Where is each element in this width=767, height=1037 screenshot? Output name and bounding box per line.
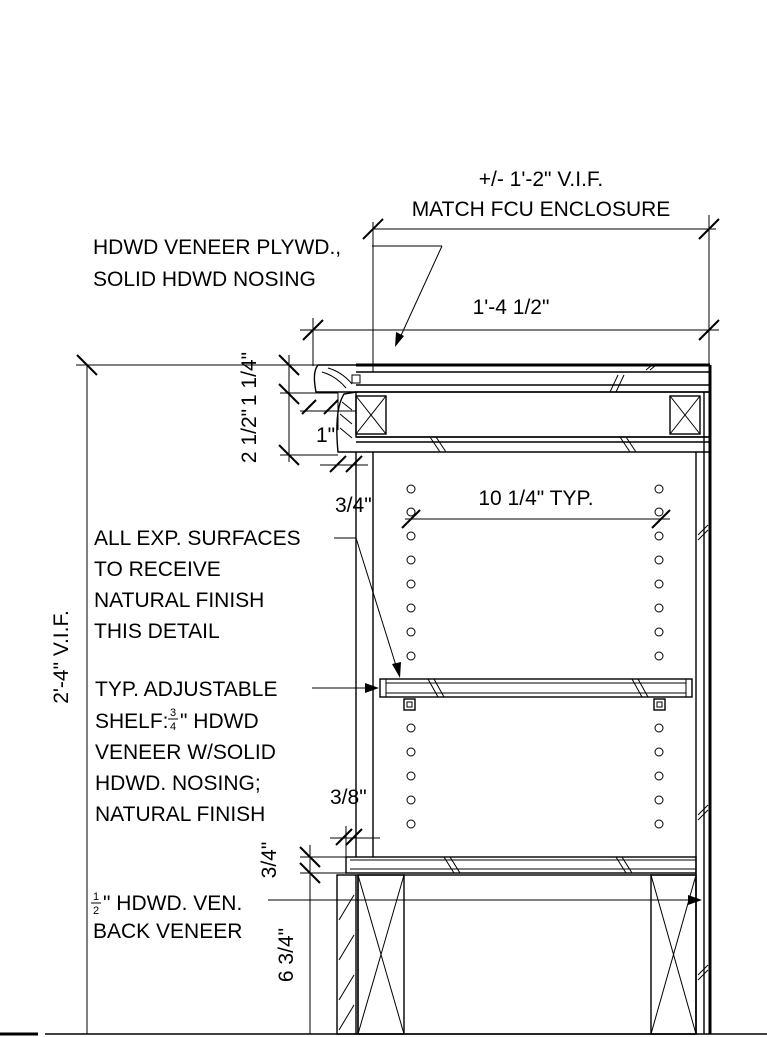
width-label: 1'-4 1/2"	[473, 296, 550, 319]
note-natural-finish: ALL EXP. SURFACES TO RECEIVE NATURAL FIN…	[94, 527, 401, 678]
dimension-top-stack: 1 1/4" 2 1/2" 1" 3/4"	[238, 352, 372, 517]
three-quarter-label-b: 3/4"	[258, 842, 281, 879]
note-shelf-line-2: SHELF:	[95, 710, 169, 733]
note-back-line-1: " HDWD. VEN.	[103, 892, 242, 915]
back-fraction-numerator: 1	[93, 891, 99, 903]
note-shelf-line-2b: " HDWD	[180, 710, 259, 733]
match-fcu-label: MATCH FCU ENCLOSURE	[412, 198, 671, 221]
leader-arrowhead	[365, 683, 379, 693]
dimension-three-quarter-b: 3/4"	[258, 842, 346, 884]
dimension-base-height: 6 3/4"	[275, 873, 311, 1034]
shelf-pin-right	[653, 698, 666, 711]
one-inch-label: 1"	[316, 424, 335, 447]
top-apron	[336, 391, 711, 453]
overall-width-label: +/- 1'-2" V.I.F.	[479, 168, 604, 191]
note-back-veneer: 1 2 " HDWD. VEN. BACK VENEER	[91, 891, 702, 943]
note-shelf-line-3: VENEER W/SOLID	[95, 741, 276, 764]
top-thickness-label: 1 1/4"	[238, 352, 261, 406]
base-height-label: 6 3/4"	[275, 928, 298, 982]
three-quarter-label-a: 3/4"	[335, 494, 372, 517]
leader-arrowhead	[688, 895, 702, 905]
cabinet-side-edge	[355, 452, 374, 857]
toe-kick-base	[336, 874, 697, 1035]
bottom-shelf	[345, 856, 697, 874]
back-panel	[695, 365, 712, 1034]
note-shelf-line-5: NATURAL FINISH	[95, 803, 265, 826]
shelf-fraction-denominator: 4	[170, 721, 176, 733]
note-shelf-line-4: HDWD. NOSING;	[95, 772, 261, 795]
note-finish-line-4: THIS DETAIL	[94, 620, 220, 643]
adjustable-shelf	[379, 678, 693, 711]
note-veneer-line-1: HDWD VENEER PLYWD.,	[93, 236, 341, 259]
three-eighths-label: 3/8"	[330, 786, 367, 809]
note-back-line-2: BACK VENEER	[93, 920, 242, 943]
note-adjustable-shelf: TYP. ADJUSTABLE SHELF: 3 4 " HDWD VENEER…	[95, 678, 379, 826]
note-shelf-line-1: TYP. ADJUSTABLE	[95, 678, 277, 701]
shelf-fraction-numerator: 3	[170, 707, 176, 719]
shelf-pin-left	[403, 698, 416, 711]
note-finish-line-2: TO RECEIVE	[94, 558, 221, 581]
dimension-width: 1'-4 1/2"	[300, 296, 720, 366]
dimension-three-eighths: 3/8"	[330, 786, 380, 857]
apron-height-label: 2 1/2"	[238, 409, 261, 463]
leader-arrowhead	[395, 332, 404, 347]
dimension-overall-height: 2'-4" V.I.F.	[50, 354, 358, 1034]
shelf-span-label: 10 1/4" TYP.	[478, 487, 593, 510]
back-fraction-denominator: 2	[93, 905, 99, 917]
note-finish-line-3: NATURAL FINISH	[94, 589, 264, 612]
overall-height-label: 2'-4" V.I.F.	[50, 610, 73, 704]
dimension-overall-width: +/- 1'-2" V.I.F. MATCH FCU ENCLOSURE	[362, 168, 720, 372]
leader-arrowhead	[392, 662, 401, 678]
note-veneer-plywood: HDWD VENEER PLYWD., SOLID HDWD NOSING	[93, 236, 443, 347]
shelf-pin-holes-right	[654, 484, 664, 829]
dimension-shelf-span: 10 1/4" TYP.	[401, 487, 671, 529]
svg-text:SHELF:: SHELF:	[95, 710, 169, 733]
countertop	[313, 363, 710, 393]
note-finish-line-1: ALL EXP. SURFACES	[94, 527, 301, 550]
top-nosing	[313, 364, 356, 393]
note-veneer-line-2: SOLID HDWD NOSING	[93, 268, 316, 291]
shelf-pin-holes-left	[406, 484, 416, 829]
